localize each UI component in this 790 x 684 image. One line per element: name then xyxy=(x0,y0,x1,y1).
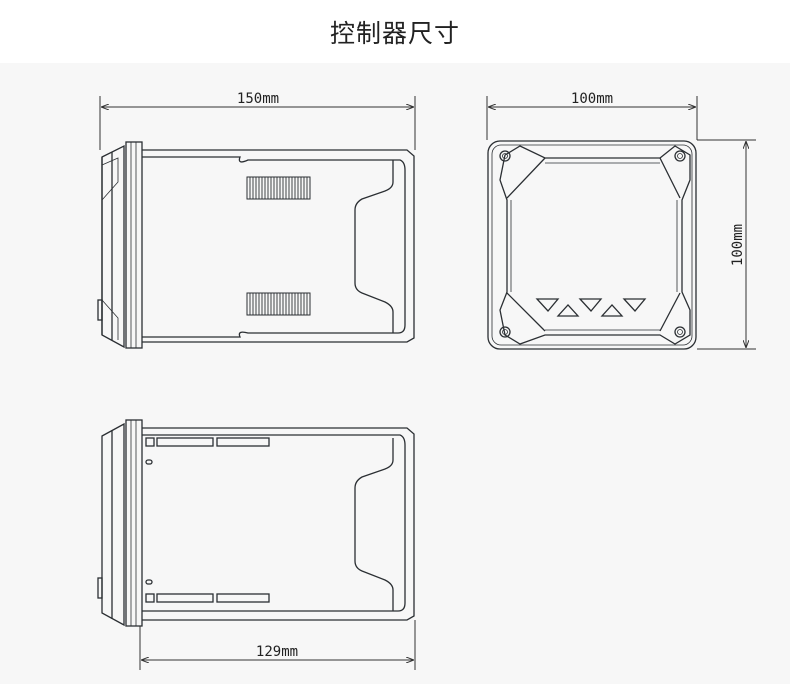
front-width-label: 100mm xyxy=(571,91,613,107)
vent-grille xyxy=(246,176,311,200)
vent-grille xyxy=(246,292,311,316)
header: 控制器尺寸 xyxy=(0,0,790,63)
side-view: 150mm xyxy=(97,91,416,349)
front-height-label: 100mm xyxy=(730,224,746,266)
screw-holes xyxy=(499,150,686,338)
page-title: 控制器尺寸 xyxy=(329,19,460,48)
keypad-buttons xyxy=(535,298,647,317)
width-label: 150mm xyxy=(237,91,279,107)
depth-label: 129mm xyxy=(256,644,298,660)
bottom-view: 129mm xyxy=(97,419,416,670)
front-view: 100mm 100mm xyxy=(486,91,756,350)
